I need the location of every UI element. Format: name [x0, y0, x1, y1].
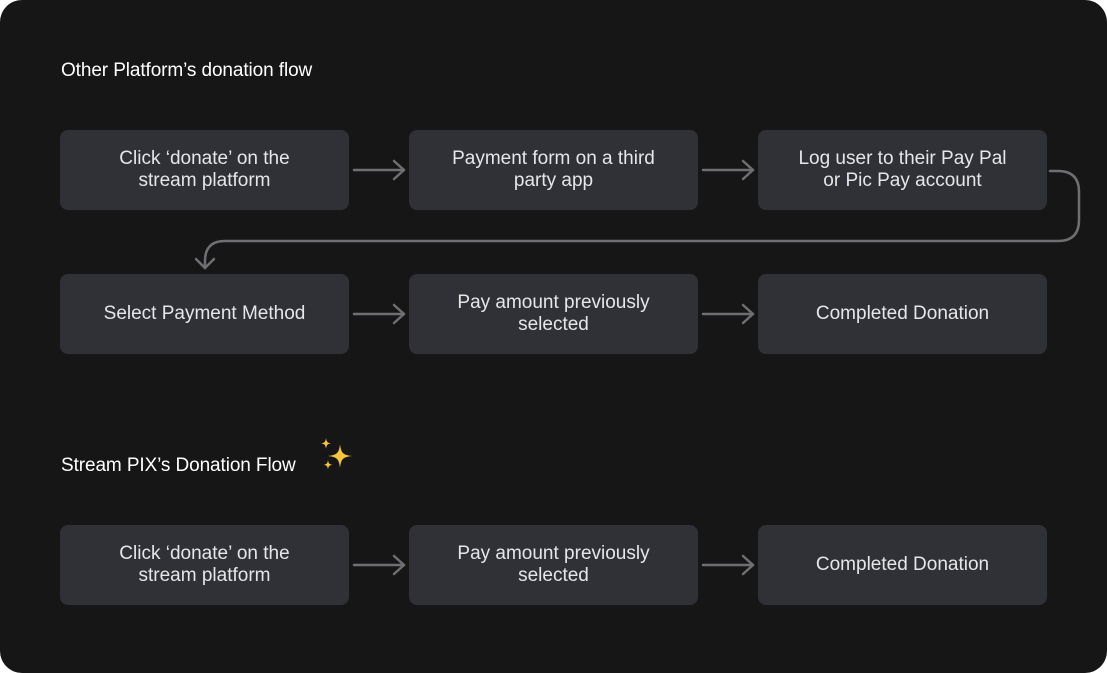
arrow-right-icon [701, 303, 755, 325]
flow-step-pix-1: Click ‘donate’ on the stream platform [60, 525, 349, 605]
arrow-right-icon [701, 159, 755, 181]
flow-step-other-2: Payment form on a third party app [409, 130, 698, 210]
arrow-right-icon [701, 554, 755, 576]
flow-step-other-5: Pay amount previously selected [409, 274, 698, 354]
arrow-right-icon [352, 303, 406, 325]
arrow-right-icon [352, 554, 406, 576]
section-title-stream-pix: Stream PIX’s Donation Flow [61, 455, 296, 476]
flow-step-other-4: Select Payment Method [60, 274, 349, 354]
flow-step-label: Click ‘donate’ on the stream platform [119, 148, 290, 191]
sparkles-icon [321, 438, 352, 470]
flow-step-label: Pay amount previously selected [457, 292, 650, 335]
flow-step-label: Click ‘donate’ on the stream platform [119, 543, 290, 586]
flow-step-other-3: Log user to their Pay Pal or Pic Pay acc… [758, 130, 1047, 210]
arrow-right-icon [352, 159, 406, 181]
flow-step-label: Select Payment Method [103, 303, 306, 324]
flow-step-label: Payment form on a third party app [452, 148, 655, 191]
flow-step-label: Pay amount previously selected [457, 543, 650, 586]
flow-step-pix-3: Completed Donation [758, 525, 1047, 605]
flow-step-other-6: Completed Donation [758, 274, 1047, 354]
flow-step-other-1: Click ‘donate’ on the stream platform [60, 130, 349, 210]
flow-step-label: Completed Donation [815, 303, 990, 324]
flow-step-pix-2: Pay amount previously selected [409, 525, 698, 605]
section-title-other-platforms: Other Platform’s donation flow [61, 60, 313, 81]
flow-step-label: Completed Donation [815, 554, 990, 575]
flow-step-label: Log user to their Pay Pal or Pic Pay acc… [798, 148, 1007, 191]
